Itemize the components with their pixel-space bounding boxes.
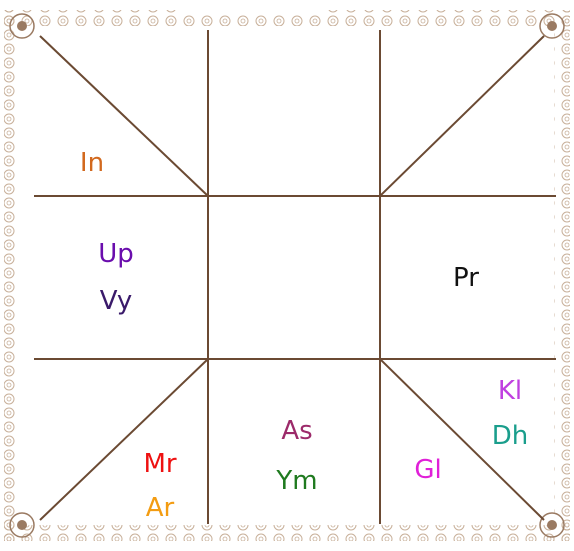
planet-label: Mr bbox=[143, 449, 176, 479]
planet-labels: In Up Vy Pr Mr Ar As Ym Gl Kl Dh bbox=[80, 148, 528, 523]
planet-label: Ym bbox=[275, 466, 317, 496]
planet-label: Dh bbox=[492, 421, 529, 451]
border-right bbox=[554, 10, 570, 541]
planet-label: Up bbox=[98, 239, 134, 269]
border-left bbox=[4, 10, 20, 541]
border-bottom bbox=[4, 525, 570, 541]
diagonal-top-left bbox=[40, 36, 208, 196]
planet-label: Ar bbox=[146, 493, 175, 523]
diagonal-bottom-left bbox=[40, 359, 208, 520]
diagonal-top-right bbox=[380, 36, 544, 196]
chart-title bbox=[178, 0, 328, 14]
planet-label: Vy bbox=[100, 286, 132, 316]
planet-label: Kl bbox=[498, 376, 522, 406]
planet-label: Pr bbox=[453, 263, 479, 293]
planet-label: In bbox=[80, 148, 104, 178]
planet-label: Gl bbox=[414, 455, 441, 485]
planet-label: As bbox=[281, 416, 312, 446]
